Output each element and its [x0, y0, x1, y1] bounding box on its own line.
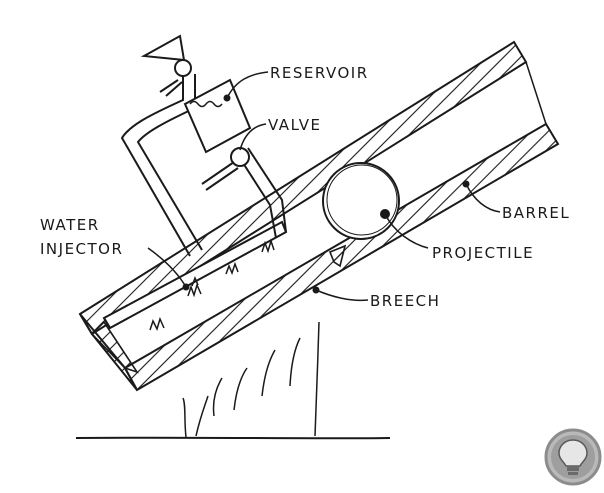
label-reservoir: RESERVOIR — [270, 64, 369, 82]
barrel-muzzle — [526, 62, 546, 124]
label-valve: VALVE — [268, 116, 322, 134]
lightbulb-icon — [546, 430, 600, 484]
label-barrel: BARREL — [502, 204, 570, 222]
ground-line — [76, 438, 390, 439]
label-water: WATER — [40, 216, 100, 234]
barrel-breech-cap — [92, 322, 137, 372]
label-breech: BREECH — [370, 292, 440, 310]
label-injector: INJECTOR — [40, 240, 123, 258]
projectile — [323, 163, 399, 239]
valve-icon — [202, 148, 249, 190]
label-projectile: PROJECTILE — [432, 244, 534, 262]
